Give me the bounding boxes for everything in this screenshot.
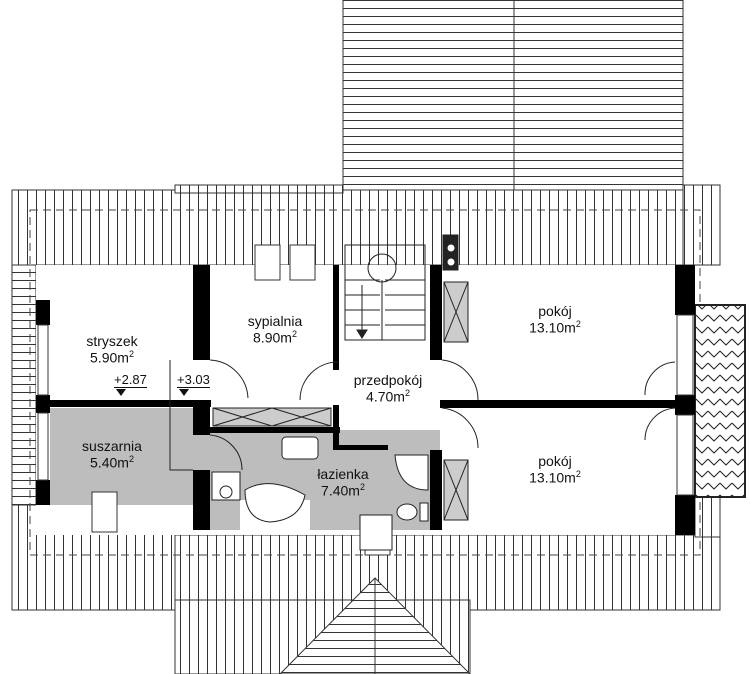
level-marker: +3.03 xyxy=(177,372,210,396)
room-name: suszarnia xyxy=(82,438,142,454)
wardrobes xyxy=(212,281,469,521)
bathroom-fixtures xyxy=(211,234,459,551)
room-area: 5.40m2 xyxy=(90,454,134,471)
room-suszarnia: suszarnia 5.40m2 xyxy=(82,438,142,471)
room-sypialnia: sypialnia 8.90m2 xyxy=(248,313,302,346)
room-area: 4.70m2 xyxy=(366,388,410,405)
walls xyxy=(36,265,695,535)
staircase xyxy=(344,244,426,341)
room-name: sypialnia xyxy=(247,313,303,329)
balcony xyxy=(694,304,746,498)
room-area: 13.10m2 xyxy=(529,319,581,336)
room-pokoj-upper: pokój 13.10m2 xyxy=(529,303,581,336)
level-marker: +2.87 xyxy=(114,372,147,396)
roof-bottom-gable xyxy=(174,577,471,674)
room-przedpokoj: przedpokój 4.70m2 xyxy=(354,372,423,405)
room-name: pokój xyxy=(538,303,572,319)
room-area: 5.90m2 xyxy=(90,349,134,366)
doors xyxy=(169,359,676,471)
room-area: 8.90m2 xyxy=(253,329,297,346)
room-pokoj-lower: pokój 13.10m2 xyxy=(529,453,581,486)
room-name: łazienka xyxy=(317,466,369,482)
room-stryszek: stryszek 5.90m2 xyxy=(86,333,137,366)
lazienka-floor xyxy=(210,430,440,530)
room-area: 13.10m2 xyxy=(529,469,581,486)
room-name: pokój xyxy=(538,453,572,469)
room-area: 7.40m2 xyxy=(321,482,365,499)
room-name: przedpokój xyxy=(353,372,423,388)
room-name: stryszek xyxy=(86,333,138,349)
room-lazienka: łazienka 7.40m2 xyxy=(317,466,368,499)
